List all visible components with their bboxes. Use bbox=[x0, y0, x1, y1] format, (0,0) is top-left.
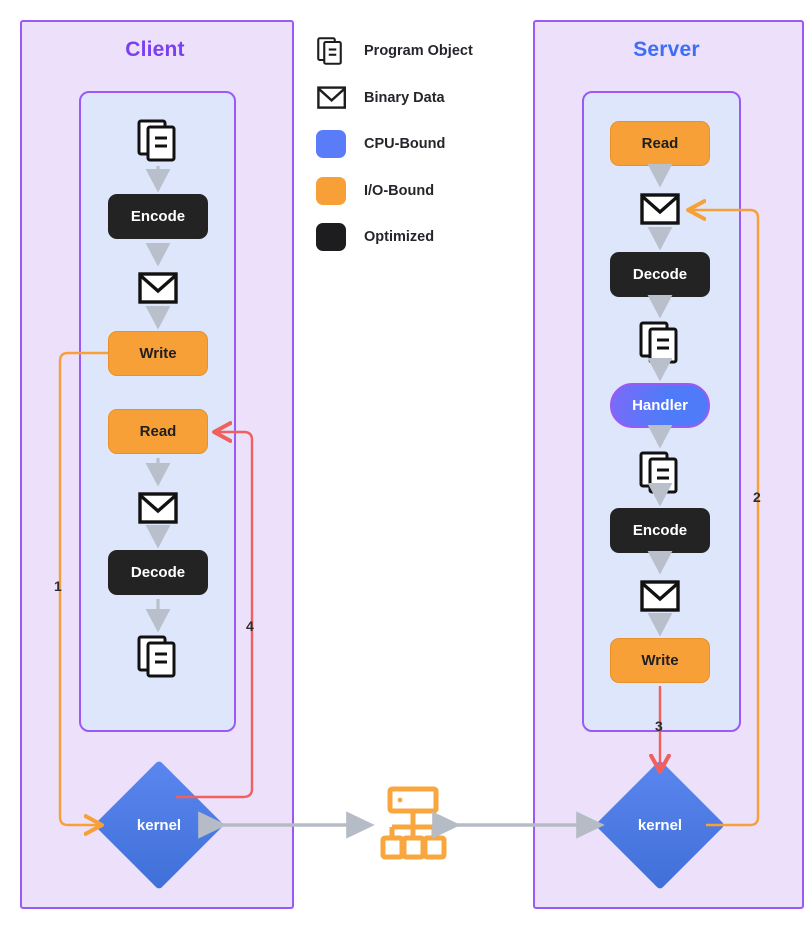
legend-item-program-object: Program Object bbox=[316, 28, 531, 75]
legend-item-binary-data: Binary Data bbox=[316, 75, 531, 122]
client-decode-label: Decode bbox=[130, 564, 186, 581]
legend-label-optimized: Optimized bbox=[364, 229, 435, 246]
flow-label-1: 1 bbox=[54, 578, 62, 594]
flow-label-3: 3 bbox=[655, 718, 663, 734]
legend-item-optimized: Optimized bbox=[316, 214, 531, 261]
client-write-label: Write bbox=[139, 345, 177, 362]
server-kernel-node[interactable]: kernel bbox=[594, 759, 726, 891]
program-object-icon bbox=[316, 35, 364, 67]
server-kernel-label: kernel bbox=[637, 816, 683, 834]
client-decode-node[interactable]: Decode bbox=[108, 550, 208, 595]
network-switch-icon bbox=[378, 783, 448, 863]
server-panel-title: Server bbox=[633, 38, 700, 61]
server-write-node[interactable]: Write bbox=[610, 638, 710, 683]
legend-label-io-bound: I/O-Bound bbox=[364, 182, 435, 199]
server-encode-node[interactable]: Encode bbox=[610, 508, 710, 553]
client-kernel-label: kernel bbox=[136, 816, 182, 834]
server-read-label: Read bbox=[641, 135, 679, 152]
client-binary-data-icon-2 bbox=[136, 488, 180, 528]
binary-data-icon bbox=[316, 84, 364, 112]
cpu-bound-swatch bbox=[316, 130, 364, 159]
client-program-object-icon bbox=[136, 118, 180, 162]
client-program-object-icon-2 bbox=[136, 634, 180, 678]
server-handler-label: Handler bbox=[632, 397, 688, 414]
legend-item-io-bound: I/O-Bound bbox=[316, 168, 531, 215]
legend: Program Object Binary Data CPU-Bound I/O… bbox=[316, 28, 531, 261]
server-write-label: Write bbox=[641, 652, 679, 669]
client-kernel-node[interactable]: kernel bbox=[93, 759, 225, 891]
server-decode-node[interactable]: Decode bbox=[610, 252, 710, 297]
legend-item-cpu-bound: CPU-Bound bbox=[316, 121, 531, 168]
flow-label-2: 2 bbox=[753, 489, 761, 505]
server-decode-label: Decode bbox=[632, 266, 688, 283]
flow-label-4: 4 bbox=[246, 618, 254, 634]
legend-label-cpu-bound: CPU-Bound bbox=[364, 136, 446, 153]
io-bound-swatch bbox=[316, 176, 364, 205]
legend-label-program-object: Program Object bbox=[364, 43, 473, 60]
client-encode-label: Encode bbox=[130, 208, 186, 225]
server-program-object-icon bbox=[638, 320, 682, 364]
client-write-node[interactable]: Write bbox=[108, 331, 208, 376]
server-binary-data-icon bbox=[638, 189, 682, 229]
server-encode-label: Encode bbox=[632, 522, 688, 539]
client-read-label: Read bbox=[139, 423, 177, 440]
client-encode-node[interactable]: Encode bbox=[108, 194, 208, 239]
optimized-swatch bbox=[316, 223, 364, 252]
server-read-node[interactable]: Read bbox=[610, 121, 710, 166]
server-program-object-icon-2 bbox=[638, 450, 682, 494]
client-read-node[interactable]: Read bbox=[108, 409, 208, 454]
server-binary-data-icon-2 bbox=[638, 576, 682, 616]
legend-label-binary-data: Binary Data bbox=[364, 89, 445, 106]
server-handler-node[interactable]: Handler bbox=[610, 383, 710, 428]
client-binary-data-icon bbox=[136, 268, 180, 308]
client-panel-title: Client bbox=[125, 38, 185, 61]
